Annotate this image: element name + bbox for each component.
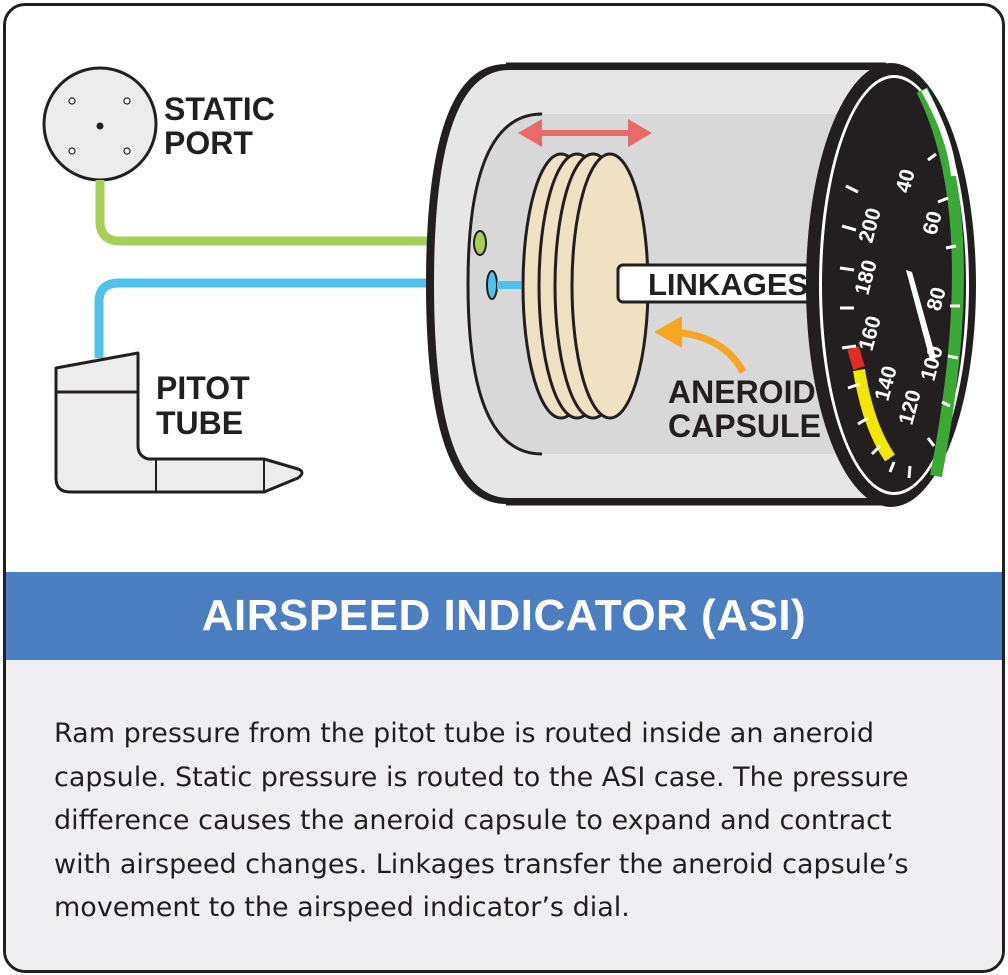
aneroid-capsule-label-line2: CAPSULE [668, 408, 821, 444]
asi-infographic-card: STATIC PORT PITOT TUBE [3, 3, 1005, 973]
pitot-tube-label-line2: TUBE [156, 405, 243, 441]
aneroid-capsule [521, 152, 650, 420]
red-line [847, 346, 865, 370]
aneroid-pointer-arrow [673, 328, 747, 374]
static-pressure-line [95, 180, 441, 246]
description-text: Ram pressure from the pitot tube is rout… [54, 718, 909, 923]
aneroid-capsule-label-line1: ANEROID [668, 374, 816, 410]
dial-needle [906, 270, 936, 360]
linkages-label: LINKAGES [648, 267, 808, 302]
yellow-arc [853, 369, 896, 462]
dial-ticks [839, 152, 960, 479]
page-title: AIRSPEED INDICATOR (ASI) [201, 591, 807, 640]
expansion-arrow [518, 119, 652, 147]
white-arc [921, 88, 957, 177]
static-port-label-line1: STATIC [164, 91, 275, 127]
static-port [42, 66, 158, 182]
pitot-tube-label-line1: PITOT [156, 370, 250, 406]
description-panel: Ram pressure from the pitot tube is rout… [6, 660, 1002, 970]
pitot-tube [54, 351, 304, 494]
green-arc [916, 87, 964, 478]
title-banner: AIRSPEED INDICATOR (ASI) [6, 572, 1002, 660]
pitot-pressure-line [94, 278, 441, 358]
asi-diagram: STATIC PORT PITOT TUBE [42, 62, 976, 507]
static-port-label-line2: PORT [164, 125, 253, 161]
asi-dial: 40 60 80 100 120 140 160 180 200 [806, 63, 976, 507]
